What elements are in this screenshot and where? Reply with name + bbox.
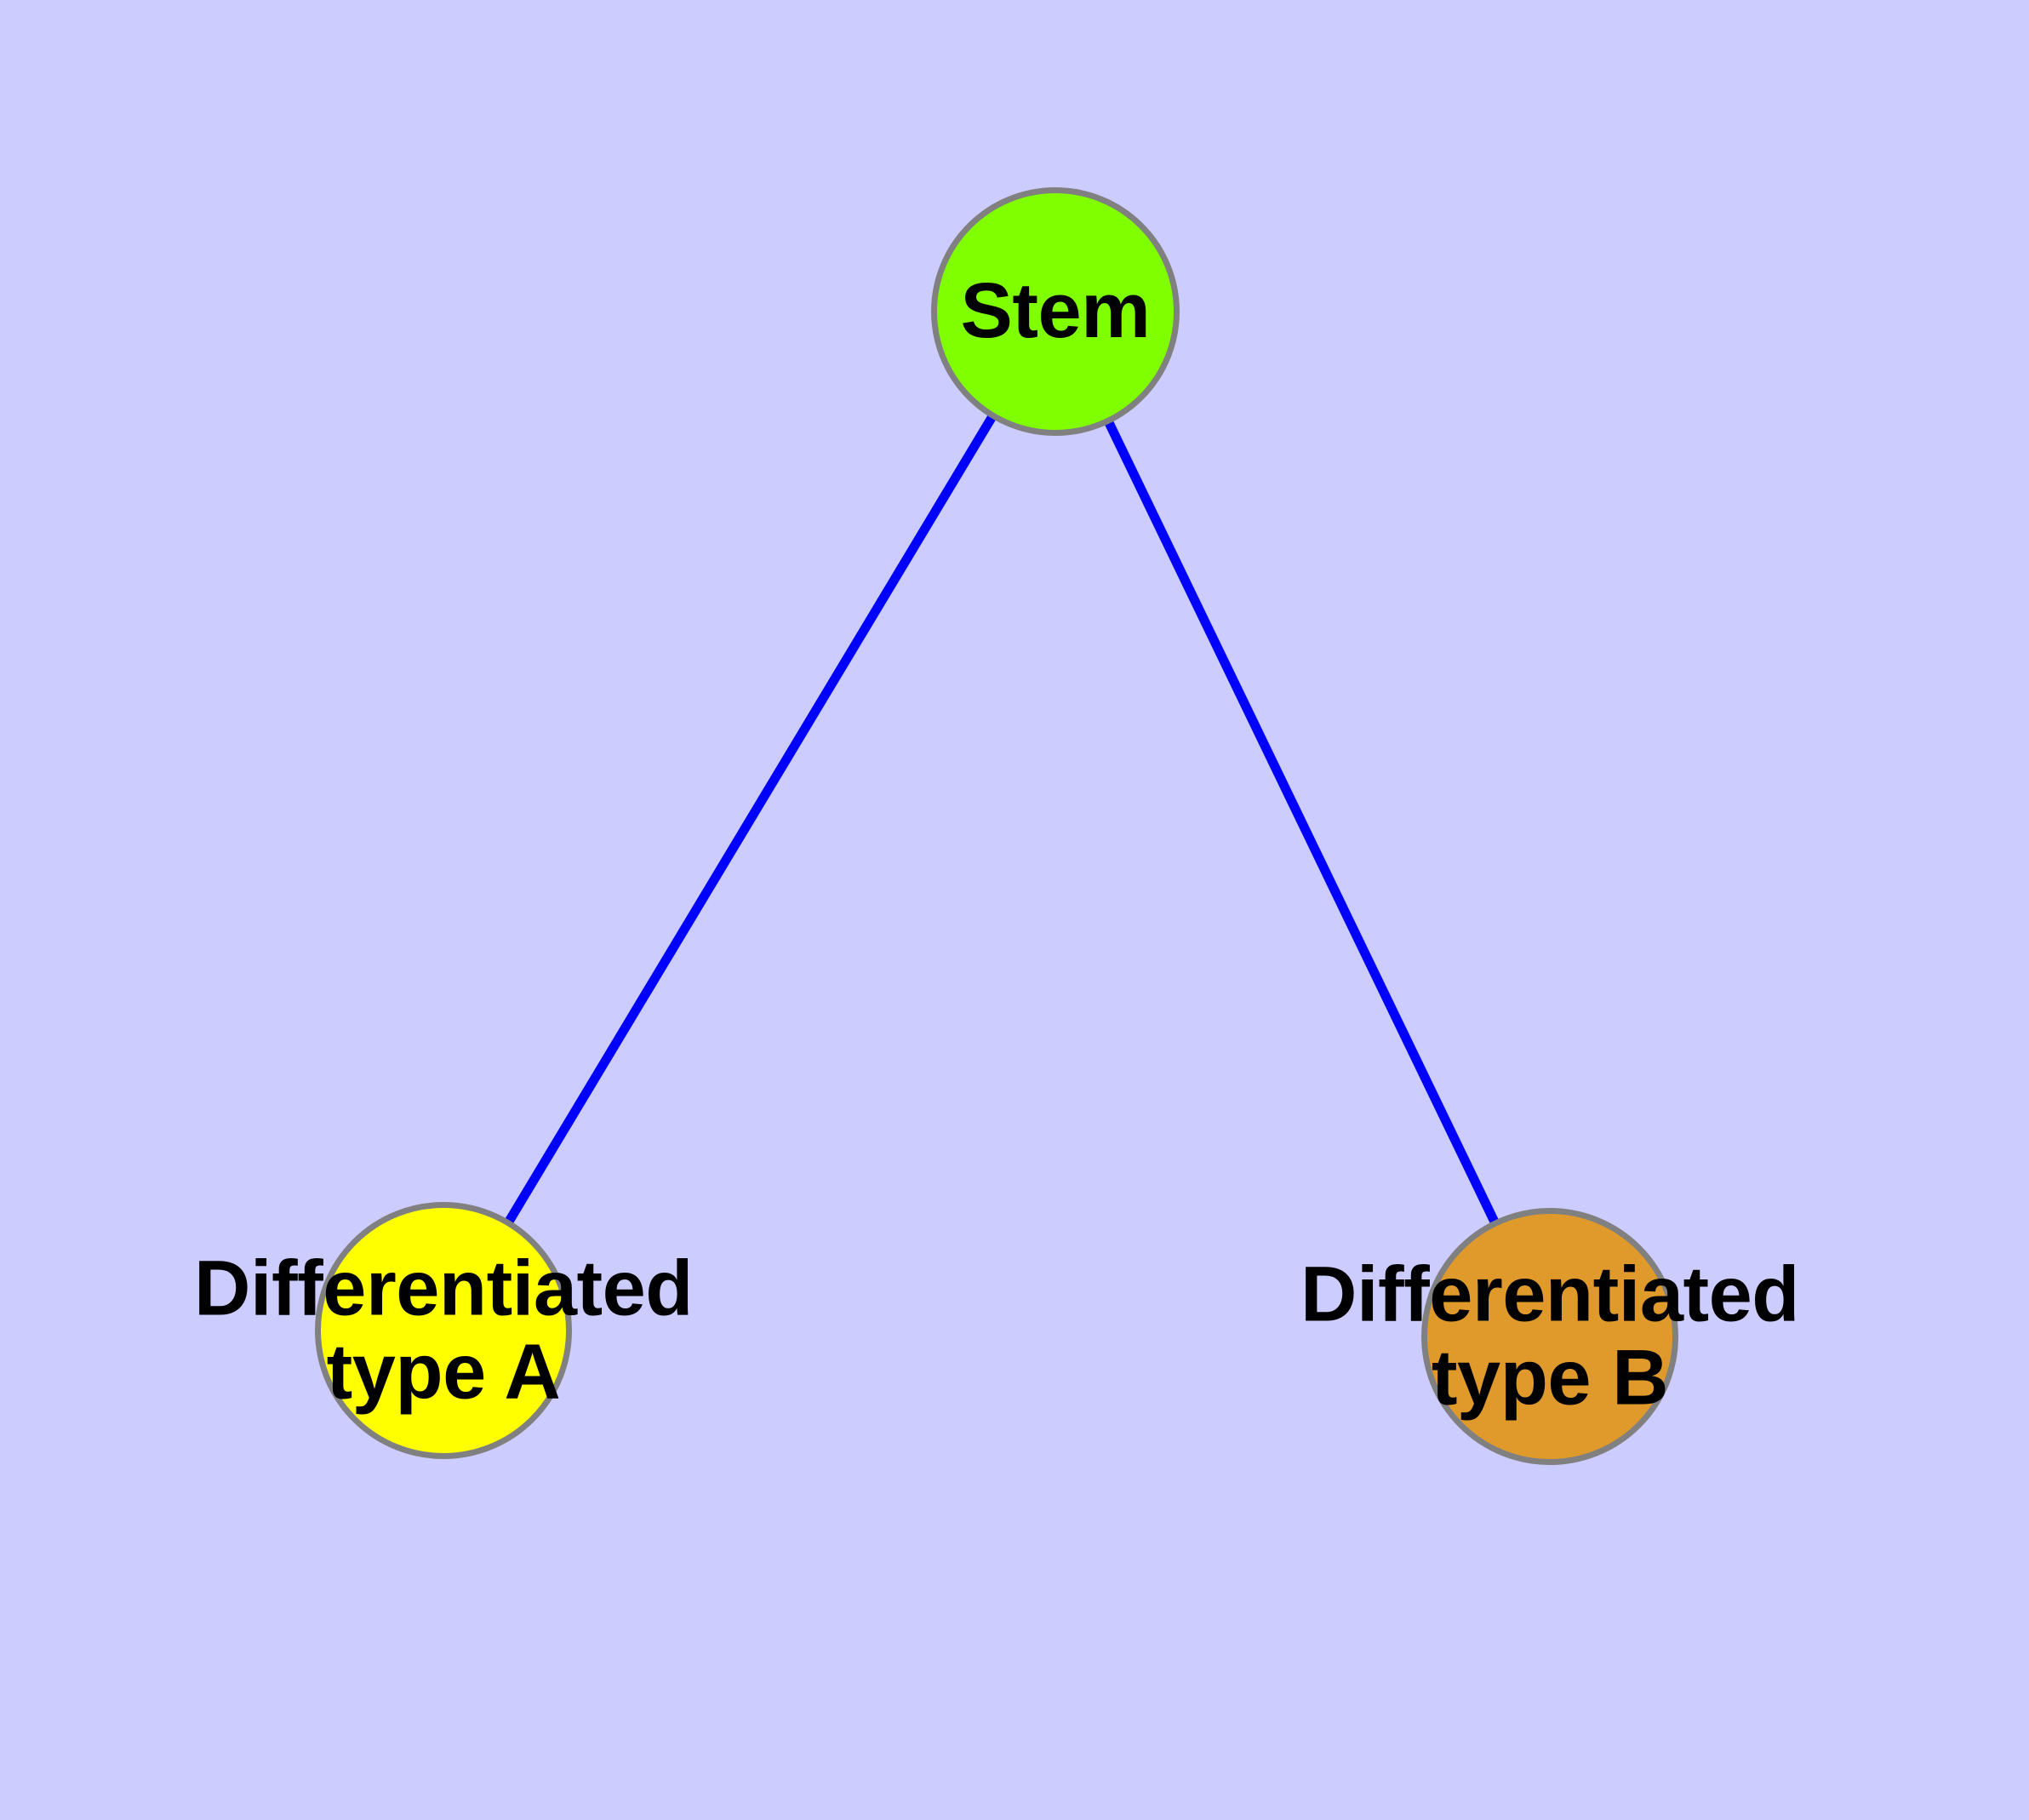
edge-stem-to-differentiated-type-a[interactable] xyxy=(503,412,997,1226)
node-differentiated-type-a-circle[interactable] xyxy=(315,1202,572,1459)
node-stem-circle[interactable] xyxy=(931,187,1180,436)
node-differentiated-type-b-circle[interactable] xyxy=(1421,1208,1678,1465)
edge-stem-to-differentiated-type-b[interactable] xyxy=(1103,418,1500,1226)
